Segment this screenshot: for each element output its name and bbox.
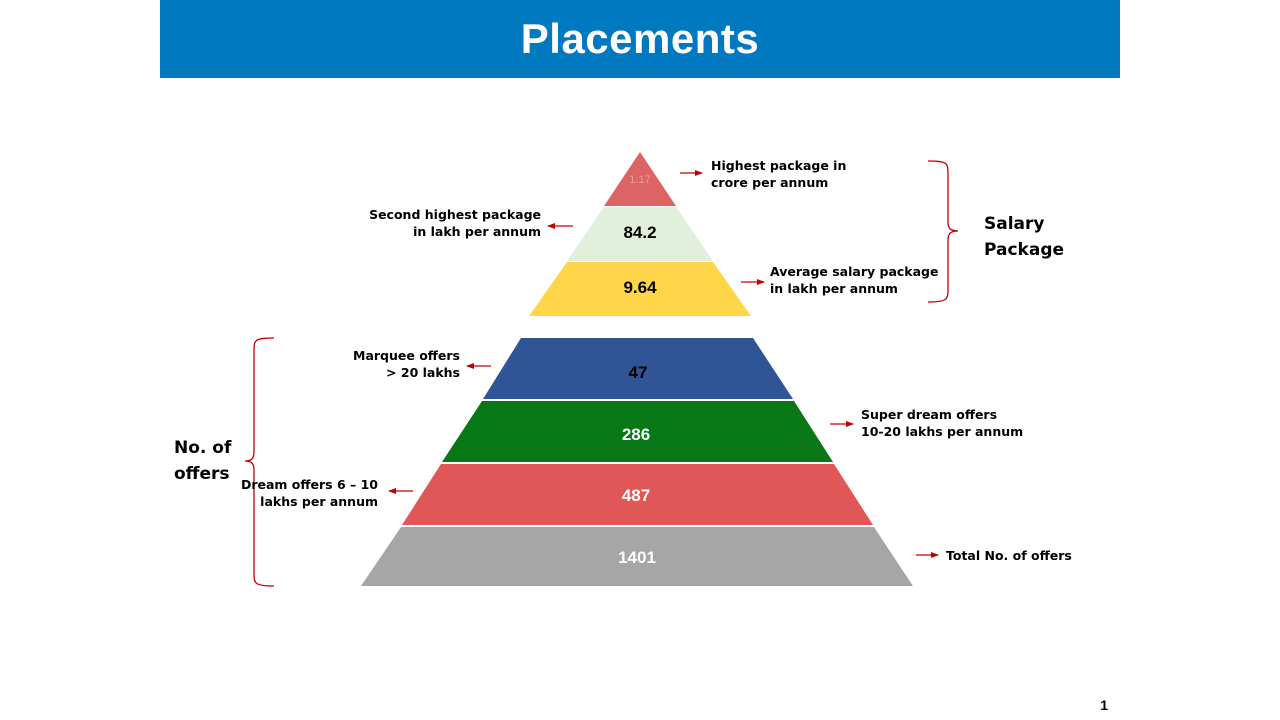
page-number: 1 xyxy=(1100,697,1108,713)
title-bar: Placements xyxy=(160,0,1120,78)
offers-value-marquee: 47 xyxy=(629,363,648,382)
slide-title: Placements xyxy=(520,15,760,62)
offers-pyramid: 47 286 487 1401 xyxy=(361,338,913,586)
annotation-arrows xyxy=(388,170,939,558)
offers-bracket xyxy=(244,337,275,587)
offers-value-super-dream: 286 xyxy=(622,425,650,444)
offers-level-total xyxy=(361,527,913,586)
annotation-dream: Dream offers 6 – 10 lakhs per annum xyxy=(240,477,378,509)
salary-value-second-highest: 84.2 xyxy=(623,223,656,242)
offers-level-marquee xyxy=(483,338,793,399)
annotation-average: Average salary package in lakh per annum xyxy=(770,264,939,296)
salary-bracket xyxy=(927,160,959,303)
salary-level-highest xyxy=(604,152,676,206)
group-label-salary-package: Salary Package xyxy=(984,214,1065,260)
offers-value-total: 1401 xyxy=(618,548,656,567)
offers-level-dream xyxy=(402,464,873,525)
salary-pyramid: 1.17 84.2 9.64 xyxy=(529,152,751,316)
salary-value-highest: 1.17 xyxy=(629,174,650,186)
annotation-highest: Highest package in crore per annum xyxy=(711,158,847,190)
offers-level-super-dream xyxy=(442,401,833,462)
salary-level-average xyxy=(529,262,751,316)
annotation-total: Total No. of offers xyxy=(946,548,1072,563)
annotation-super-dream: Super dream offers 10-20 lakhs per annum xyxy=(861,407,1024,439)
annotation-second-highest: Second highest package in lakh per annum xyxy=(369,207,541,239)
salary-level-second-highest xyxy=(567,207,713,261)
salary-value-average: 9.64 xyxy=(623,278,657,297)
offers-value-dream: 487 xyxy=(622,486,650,505)
annotation-marquee: Marquee offers > 20 lakhs xyxy=(353,348,460,380)
group-label-no-of-offers: No. of offers xyxy=(174,438,232,484)
